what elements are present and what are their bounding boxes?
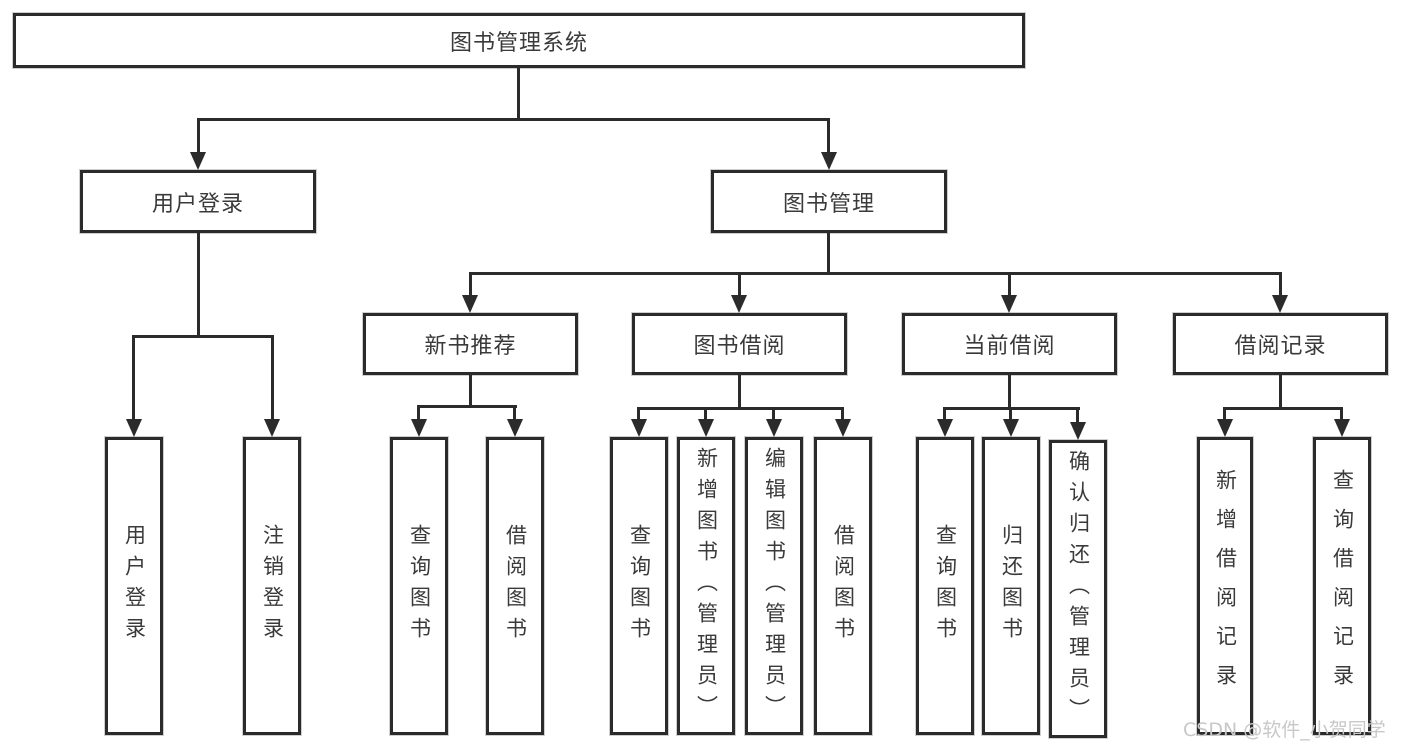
connector-drop-level3 xyxy=(738,272,741,295)
connector-drop-user-login xyxy=(197,118,200,152)
node-label: 借阅图书 xyxy=(831,524,856,648)
leaf-query-books-3: 查询图书 xyxy=(916,437,974,735)
leaf-borrow-books-1: 借阅图书 xyxy=(486,437,544,735)
leaf-user-login: 用户登录 xyxy=(105,437,163,735)
arrow-down-icon xyxy=(507,419,523,437)
node-borrow-records: 借阅记录 xyxy=(1173,313,1388,375)
connector-drop-leaf xyxy=(1009,407,1012,419)
node-label: 查询图书 xyxy=(933,524,958,648)
connector-currentborrow-stub xyxy=(1008,375,1011,407)
leaf-query-books-2: 查询图书 xyxy=(610,437,668,735)
connector-bookmgmt-hbar xyxy=(469,272,1282,275)
connector-drop-level3 xyxy=(469,272,472,295)
connector-drop-leaf xyxy=(1076,407,1079,422)
node-current-borrowing: 当前借阅 xyxy=(902,313,1117,375)
connector-drop-level3 xyxy=(1279,272,1282,295)
node-label: 注销登录 xyxy=(260,524,285,648)
connector-drop-leaf xyxy=(417,405,420,419)
arrow-down-icon xyxy=(411,419,427,437)
node-label: 归还图书 xyxy=(999,524,1024,648)
node-label: 图书借阅 xyxy=(693,334,786,359)
node-label: 确认归还（管理员） xyxy=(1066,449,1091,729)
connector-borrowrecord-stub xyxy=(1279,375,1282,407)
connector-root-hbar xyxy=(197,118,830,121)
arrow-down-icon xyxy=(1070,422,1086,440)
node-label: 查询图书 xyxy=(407,524,432,648)
leaf-borrow-books-2: 借阅图书 xyxy=(814,437,872,735)
connector-drop-leaf xyxy=(1340,407,1343,419)
arrow-down-icon xyxy=(1334,419,1350,437)
node-label: 借阅记录 xyxy=(1234,334,1327,359)
node-book-borrowing: 图书借阅 xyxy=(632,313,847,375)
leaf-confirm-return-admin: 确认归还（管理员） xyxy=(1049,440,1107,738)
node-library-management-system: 图书管理系统 xyxy=(13,13,1025,68)
connector-userlogin-stub xyxy=(197,233,200,335)
arrow-down-icon xyxy=(631,419,647,437)
connector-drop-leaf xyxy=(271,335,274,419)
connector-drop-leaf xyxy=(513,405,516,419)
node-new-book-recommend: 新书推荐 xyxy=(363,313,578,375)
leaf-logout: 注销登录 xyxy=(243,437,301,735)
connector-root-stub xyxy=(517,68,520,118)
connector-drop-leaf xyxy=(841,407,844,419)
leaf-query-borrow-record: 查询借阅记录 xyxy=(1313,437,1371,735)
connector-drop-leaf xyxy=(772,407,775,419)
arrow-down-icon xyxy=(937,419,953,437)
leaf-add-books-admin: 新增图书（管理员） xyxy=(677,437,735,735)
leaf-add-borrow-record: 新增借阅记录 xyxy=(1197,437,1253,735)
arrow-down-icon xyxy=(264,419,280,437)
arrow-down-icon xyxy=(462,295,478,313)
node-user-login: 用户登录 xyxy=(80,170,316,233)
connector-drop-book-management xyxy=(827,118,830,152)
node-label: 图书管理系统 xyxy=(449,30,588,56)
node-book-management: 图书管理 xyxy=(711,170,947,233)
arrow-down-icon xyxy=(821,152,837,170)
node-label: 查询图书 xyxy=(627,524,652,648)
leaf-query-books-1: 查询图书 xyxy=(390,437,448,735)
arrow-down-icon xyxy=(731,295,747,313)
leaf-return-books: 归还图书 xyxy=(982,437,1040,735)
arrow-down-icon xyxy=(766,419,782,437)
node-label: 借阅图书 xyxy=(503,524,528,648)
arrow-down-icon xyxy=(698,419,714,437)
connector-drop-leaf xyxy=(1223,407,1226,419)
node-label: 当前借阅 xyxy=(963,334,1056,359)
node-label: 新增借阅记录 xyxy=(1213,469,1238,703)
connector-drop-leaf xyxy=(132,335,135,419)
node-label: 新书推荐 xyxy=(424,334,517,359)
node-label: 用户登录 xyxy=(122,524,147,648)
connector-drop-leaf xyxy=(704,407,707,419)
connector-bookborrow-stub xyxy=(738,375,741,407)
arrow-down-icon xyxy=(1272,295,1288,313)
connector-userlogin-hbar xyxy=(132,335,274,338)
connector-bookmgmt-stub xyxy=(827,233,830,272)
node-label: 用户登录 xyxy=(151,191,244,217)
leaf-edit-books-admin: 编辑图书（管理员） xyxy=(745,437,803,735)
node-label: 图书管理 xyxy=(782,191,875,217)
connector-drop-leaf xyxy=(943,407,946,419)
watermark: CSDN @软件_小贺同学 xyxy=(1183,719,1386,741)
connector-drop-leaf xyxy=(637,407,640,419)
arrow-down-icon xyxy=(1001,295,1017,313)
arrow-down-icon xyxy=(126,419,142,437)
connector-drop-level3 xyxy=(1008,272,1011,295)
connector-newbook-hbar xyxy=(417,405,517,408)
connector-borrowrecord-hbar xyxy=(1223,407,1343,410)
arrow-down-icon xyxy=(1217,419,1233,437)
arrow-down-icon xyxy=(190,152,206,170)
connector-bookborrow-hbar xyxy=(637,407,844,410)
node-label: 编辑图书（管理员） xyxy=(762,446,787,726)
arrow-down-icon xyxy=(835,419,851,437)
connector-newbook-stub xyxy=(469,375,472,405)
node-label: 新增图书（管理员） xyxy=(694,446,719,726)
arrow-down-icon xyxy=(1003,419,1019,437)
node-label: 查询借阅记录 xyxy=(1330,469,1355,703)
